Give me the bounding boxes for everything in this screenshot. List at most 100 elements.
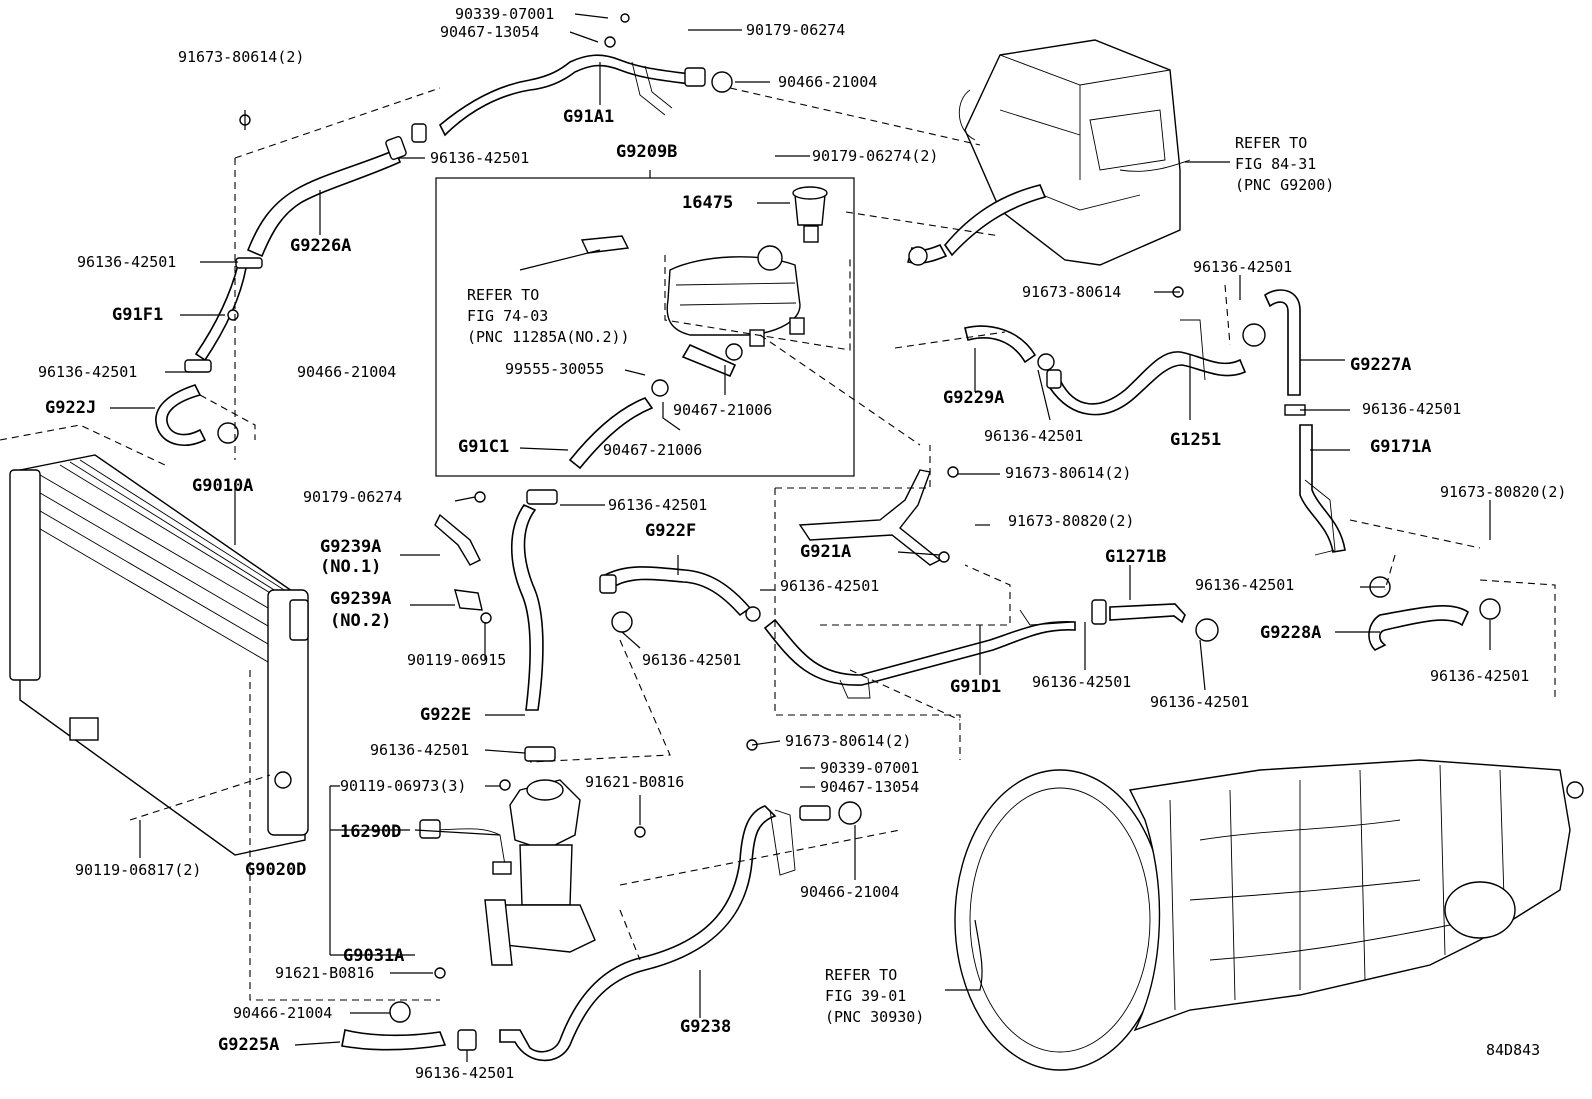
label-g922f: G922F xyxy=(645,521,696,541)
label-g9225a: G9225A xyxy=(218,1035,279,1055)
label-99555-30055: 99555-30055 xyxy=(505,360,604,378)
label-g9227a: G9227A xyxy=(1350,355,1411,375)
label-91673-80614-2: 91673-80614(2) xyxy=(1005,464,1131,482)
label-g9228a: G9228A xyxy=(1260,623,1321,643)
reservoir-g9209b xyxy=(435,177,855,477)
radiator-g9010a xyxy=(9,454,309,856)
hose-g922e xyxy=(510,489,558,762)
label-g9239a-no1: G9239A xyxy=(320,537,381,557)
label-g9171a: G9171A xyxy=(1370,437,1431,457)
label-96136-42501: 96136-42501 xyxy=(1150,693,1249,711)
label-96136-42501: 96136-42501 xyxy=(370,741,469,759)
label-90466-21004: 90466-21004 xyxy=(233,1004,332,1022)
label-g9229a: G9229A xyxy=(943,388,1004,408)
label-g91a1: G91A1 xyxy=(563,107,614,127)
ref-fig-84-31-line1: REFER TO xyxy=(1235,134,1307,152)
label-90467-21006: 90467-21006 xyxy=(673,401,772,419)
ref-fig-39-01-line1: REFER TO xyxy=(825,966,897,984)
hose-g922j xyxy=(155,384,239,446)
label-16290d: 16290D xyxy=(340,822,401,842)
label-g9010a: G9010A xyxy=(192,476,253,496)
hose-g1271b xyxy=(1091,599,1219,642)
label-91621-b0816: 91621-B0816 xyxy=(585,773,684,791)
label-90179-06274: 90179-06274 xyxy=(746,21,845,39)
ref-fig-74-03-line2: FIG 74-03 xyxy=(467,307,548,325)
pcu-unit xyxy=(907,39,1191,266)
ref-fig-74-03-line3: (PNC 11285A(NO.2)) xyxy=(467,328,630,346)
ref-fig-39-01-line3: (PNC 30930) xyxy=(825,1008,924,1026)
water-pump-16290d xyxy=(419,779,646,979)
label-96136-42501: 96136-42501 xyxy=(608,496,707,514)
hose-g9225a xyxy=(341,1001,477,1051)
pipe-g9171a xyxy=(1299,424,1346,556)
hose-g922f xyxy=(599,566,761,633)
label-90467-13054: 90467-13054 xyxy=(820,778,919,796)
ref-fig-84-31-line2: FIG 84-31 xyxy=(1235,155,1316,173)
label-g922e: G922E xyxy=(420,705,471,725)
label-g91c1: G91C1 xyxy=(458,437,509,457)
label-90339-07001: 90339-07001 xyxy=(820,759,919,777)
label-96136-42501: 96136-42501 xyxy=(415,1064,514,1082)
label-g9239a-no2: G9239A xyxy=(330,589,391,609)
label-96136-42501: 96136-42501 xyxy=(77,253,176,271)
label-90466-21004: 90466-21004 xyxy=(297,363,396,381)
label-91673-80820-2: 91673-80820(2) xyxy=(1008,512,1134,530)
hose-g91a1 xyxy=(439,13,733,137)
figure-code: 84D843 xyxy=(1486,1041,1540,1059)
hose-g9228a xyxy=(1368,576,1501,651)
ref-fig-84-31-line3: (PNC G9200) xyxy=(1235,176,1334,194)
hose-g9226a xyxy=(239,110,427,258)
label-90466-21004: 90466-21004 xyxy=(800,883,899,901)
label-90119-06817-2: 90119-06817(2) xyxy=(75,861,201,879)
label-96136-42501: 96136-42501 xyxy=(1362,400,1461,418)
label-g921a: G921A xyxy=(800,542,851,562)
label-96136-42501: 96136-42501 xyxy=(780,577,879,595)
label-91673-80614: 91673-80614 xyxy=(1022,283,1121,301)
pipe-g9238 xyxy=(499,739,862,1062)
label-96136-42501: 96136-42501 xyxy=(38,363,137,381)
hose-g9229a xyxy=(964,286,1247,416)
label-90467-21006: 90467-21006 xyxy=(603,441,702,459)
label-g9209b: G9209B xyxy=(616,142,677,162)
label-g9226a: G9226A xyxy=(290,236,351,256)
label-90179-06274: 90179-06274 xyxy=(303,488,402,506)
label-g91f1: G91F1 xyxy=(112,305,163,325)
label-g9238: G9238 xyxy=(680,1017,731,1037)
label-no2: (NO.2) xyxy=(330,611,391,631)
label-91673-80614-2: 91673-80614(2) xyxy=(785,732,911,750)
pipe-g91d1 xyxy=(763,609,1076,699)
leader-lines xyxy=(110,13,1491,1062)
label-16475: 16475 xyxy=(682,193,733,213)
labels: 90339-07001 90467-13054 90179-06274 9167… xyxy=(38,5,1566,1082)
label-g922j: G922J xyxy=(45,398,96,418)
label-g9031a: G9031A xyxy=(343,946,404,966)
ref-fig-39-01-line2: FIG 39-01 xyxy=(825,987,906,1005)
label-90466-21004: 90466-21004 xyxy=(778,73,877,91)
label-91621-b0816: 91621-B0816 xyxy=(275,964,374,982)
hose-g91f1 xyxy=(184,257,263,373)
bracket-g921a xyxy=(798,466,959,566)
label-91673-80614-2: 91673-80614(2) xyxy=(178,48,304,66)
ref-fig-74-03-line1: REFER TO xyxy=(467,286,539,304)
label-96136-42501: 96136-42501 xyxy=(1193,258,1292,276)
transmission-unit xyxy=(954,759,1584,1071)
label-96136-42501: 96136-42501 xyxy=(642,651,741,669)
label-g1271b: G1271B xyxy=(1105,547,1166,567)
label-96136-42501: 96136-42501 xyxy=(1032,673,1131,691)
label-96136-42501: 96136-42501 xyxy=(1195,576,1294,594)
label-90119-06973-3: 90119-06973(3) xyxy=(340,777,466,795)
label-90119-06915: 90119-06915 xyxy=(407,651,506,669)
label-90339-07001: 90339-07001 xyxy=(455,5,554,23)
label-90179-06274-2: 90179-06274(2) xyxy=(812,147,938,165)
label-g9020d: G9020D xyxy=(245,860,306,880)
brackets-g9239a xyxy=(434,491,492,624)
label-g1251: G1251 xyxy=(1170,430,1221,450)
label-96136-42501: 96136-42501 xyxy=(430,149,529,167)
label-96136-42501: 96136-42501 xyxy=(1430,667,1529,685)
guide-lines xyxy=(0,87,1556,1001)
hose-g9227a xyxy=(1242,289,1306,416)
label-no1: (NO.1) xyxy=(320,557,381,577)
label-90467-13054: 90467-13054 xyxy=(440,23,539,41)
